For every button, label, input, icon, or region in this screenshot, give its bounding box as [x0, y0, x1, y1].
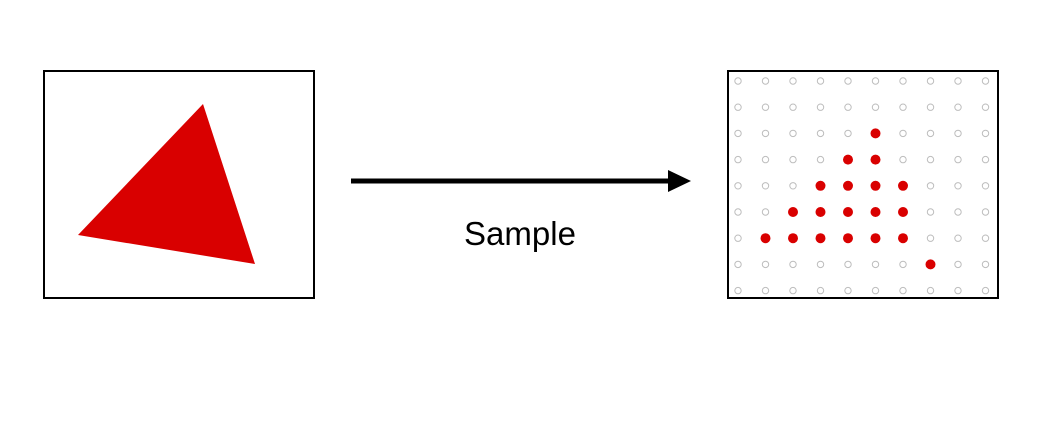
sample-dot-empty	[981, 103, 990, 111]
sample-dot-empty	[981, 234, 990, 242]
sample-dot-empty	[981, 260, 990, 269]
sample-dot-empty	[981, 155, 990, 164]
sample-dot-filled	[870, 180, 881, 191]
sample-dot-empty	[844, 129, 852, 138]
arrow-head-icon	[668, 170, 691, 192]
sample-dot-empty	[761, 260, 770, 269]
sample-dot-empty	[981, 182, 990, 190]
sample-dot-empty	[761, 155, 770, 164]
sample-dot-empty	[816, 129, 825, 138]
sample-dot-empty	[789, 286, 797, 295]
sample-dot-empty	[954, 234, 962, 242]
sample-dot-empty	[871, 260, 880, 269]
sample-dot-empty	[899, 103, 907, 111]
sample-dot-empty	[981, 286, 990, 295]
sample-dot-empty	[981, 77, 990, 85]
sampled-image-frame	[727, 70, 999, 299]
sample-dot-empty	[844, 77, 852, 85]
sample-dot-empty	[734, 103, 742, 111]
sample-dot-filled	[870, 128, 881, 139]
sample-dot-empty	[954, 208, 962, 216]
sample-dot-filled	[870, 207, 881, 217]
sample-dot-filled	[870, 233, 881, 244]
sample-dot-empty	[899, 129, 907, 138]
sample-dot-empty	[789, 77, 797, 85]
sample-dot-empty	[899, 286, 907, 295]
sample-dot-empty	[816, 260, 825, 269]
sample-dot-filled	[843, 154, 853, 165]
sample-dot-filled	[815, 180, 826, 191]
sample-dot-empty	[761, 77, 770, 85]
sample-dot-empty	[871, 103, 880, 111]
sample-dot-empty	[954, 129, 962, 138]
sample-dot-filled	[925, 259, 936, 270]
sample-dot-empty	[899, 260, 907, 269]
sample-dot-empty	[954, 260, 962, 269]
sample-dot-empty	[761, 286, 770, 295]
sample-dot-filled	[898, 207, 908, 217]
sample-dot-empty	[816, 155, 825, 164]
sample-dot-empty	[789, 103, 797, 111]
sample-dot-filled	[760, 233, 771, 244]
sample-dot-empty	[734, 208, 742, 216]
sample-dot-empty	[899, 77, 907, 85]
sample-dot-filled	[870, 154, 881, 165]
sample-dot-empty	[789, 260, 797, 269]
sample-dot-filled	[788, 233, 798, 244]
sample-dot-empty	[926, 234, 935, 242]
sample-dot-empty	[789, 182, 797, 190]
sample-dot-empty	[981, 129, 990, 138]
sample-dot-empty	[816, 103, 825, 111]
sample-dot-empty	[734, 260, 742, 269]
sample-dot-filled	[788, 207, 798, 217]
sample-dot-filled	[815, 233, 826, 244]
sample-dot-empty	[734, 77, 742, 85]
sample-dot-empty	[761, 182, 770, 190]
sample-dot-empty	[761, 208, 770, 216]
sample-dot-empty	[761, 129, 770, 138]
sample-dot-empty	[954, 77, 962, 85]
sample-dot-empty	[734, 182, 742, 190]
sample-dot-empty	[734, 155, 742, 164]
sample-dots-group	[734, 77, 990, 295]
sample-dot-empty	[899, 155, 907, 164]
sample-dot-empty	[926, 208, 935, 216]
sample-dot-empty	[926, 129, 935, 138]
sample-dot-filled	[843, 207, 853, 217]
sample-dot-filled	[815, 207, 826, 217]
sample-dot-empty	[926, 155, 935, 164]
sample-dot-empty	[871, 286, 880, 295]
sample-dot-empty	[981, 208, 990, 216]
sample-dot-empty	[761, 103, 770, 111]
red-triangle	[78, 104, 255, 264]
sample-dot-empty	[954, 155, 962, 164]
sample-dot-empty	[844, 286, 852, 295]
sample-dot-filled	[898, 180, 908, 191]
sample-dot-empty	[734, 129, 742, 138]
sample-dot-empty	[926, 103, 935, 111]
sample-dot-empty	[734, 234, 742, 242]
sample-dot-empty	[789, 155, 797, 164]
sample-dot-empty	[816, 77, 825, 85]
sample-dot-empty	[954, 103, 962, 111]
sample-dot-empty	[954, 286, 962, 295]
sample-dot-empty	[926, 182, 935, 190]
sample-dot-empty	[789, 129, 797, 138]
sample-dot-filled	[898, 233, 908, 244]
sample-dot-filled	[843, 233, 853, 244]
sample-dot-empty	[844, 103, 852, 111]
sample-dot-empty	[954, 182, 962, 190]
sample-dot-empty	[926, 286, 935, 295]
sample-dot-filled	[843, 180, 853, 191]
sample-dot-empty	[926, 77, 935, 85]
sample-dot-empty	[844, 260, 852, 269]
arrow-label: Sample	[464, 215, 576, 252]
sample-dot-empty	[816, 286, 825, 295]
sample-dot-empty	[871, 77, 880, 85]
sample-dot-empty	[734, 286, 742, 295]
